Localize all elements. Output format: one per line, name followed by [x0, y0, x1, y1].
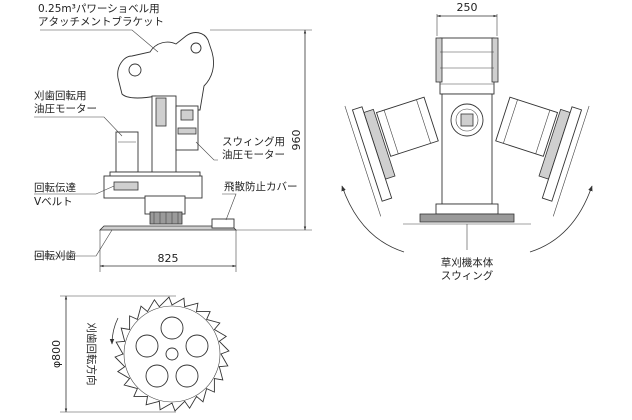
bracket-pin-hole: [128, 63, 142, 77]
swing-position-right: [495, 96, 590, 217]
hub-hole: [135, 334, 159, 358]
cutter-motor-label-line1: 刈歯回転用: [34, 89, 87, 102]
swing-motor-label-line2: 油圧モーター: [222, 148, 285, 161]
front-width-dimension: 250: [457, 1, 478, 14]
blade-diameter-dimension: φ800: [50, 340, 63, 368]
belt-pulley: [113, 181, 139, 191]
hub-hole: [175, 364, 199, 388]
front-view: [341, 14, 593, 253]
mast-plate: [155, 97, 167, 127]
width-dimension: 825: [158, 252, 179, 265]
height-dimension: 960: [290, 130, 303, 151]
rotation-arrow: [109, 317, 119, 345]
swing-arc-arrow: [341, 185, 405, 253]
scatter-cover: [211, 218, 235, 229]
swing-motor-label-line1: スウィング用: [222, 135, 285, 148]
bracket-label-line2: アタッチメントブラケット: [38, 15, 164, 28]
cutter-blade-label: 回転刈歯: [34, 249, 76, 262]
blade-inner-ring: [123, 305, 221, 403]
front-bracket: [439, 37, 495, 95]
bracket-label-line1: 0.25m³パワーショベル用: [38, 3, 160, 15]
swing-motor-flange: [177, 127, 197, 135]
vbelt-label-line2: Vベルト: [34, 196, 73, 208]
hub-hole: [160, 316, 184, 340]
swing-position-left: [344, 96, 439, 217]
hub-center: [165, 347, 179, 361]
swing-label-line2: スウィング: [441, 269, 494, 282]
bracket-pin-hole: [190, 42, 202, 54]
swing-label-line1: 草刈機本体: [441, 256, 494, 269]
cutter-motor: [115, 131, 139, 173]
blade-view: [60, 295, 230, 413]
hub-hole: [185, 334, 209, 358]
cutter-motor-label-line2: 油圧モーター: [34, 102, 97, 115]
side-view: [34, 29, 312, 272]
scatter-cover-label: 飛散防止カバー: [224, 180, 298, 193]
rotation-direction-label: 刈歯回転方向: [85, 323, 98, 386]
vbelt-label-line1: 回転伝達: [34, 182, 76, 194]
front-disc-hub: [419, 213, 515, 223]
front-base-plate: [435, 203, 499, 215]
gearbox: [144, 195, 186, 215]
swing-motor-cap: [180, 109, 194, 121]
hub-hole: [145, 364, 169, 388]
